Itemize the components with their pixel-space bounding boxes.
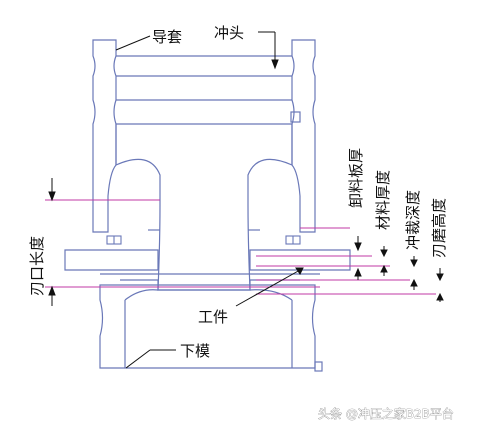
stripper-bolts bbox=[106, 235, 301, 245]
lower-die-pin bbox=[314, 361, 323, 372]
stripper-plate bbox=[64, 249, 351, 275]
depth-arrow-bottom bbox=[410, 278, 418, 287]
leaders bbox=[48, 31, 444, 369]
label-punch: 冲头 bbox=[214, 24, 244, 42]
lower-die-cavity bbox=[124, 289, 293, 368]
lower-die-leader-d bbox=[125, 349, 151, 369]
watermark-text: 头条 @冲压之家B2B平台 bbox=[318, 406, 454, 421]
stripper-arrow-bottom bbox=[354, 267, 362, 277]
right-guide-post-outline bbox=[291, 39, 316, 233]
label-grind-height: 刃磨高度 bbox=[430, 198, 448, 258]
material-arrow-top bbox=[380, 249, 388, 258]
left-guide-post bbox=[92, 39, 117, 233]
edge-length-arrow-down bbox=[48, 285, 56, 296]
punch-arrow bbox=[271, 59, 279, 70]
stripper-plate-right bbox=[249, 249, 351, 271]
edge-length-arrow-up bbox=[48, 191, 56, 202]
left-guide-post-outline bbox=[92, 39, 117, 233]
stripper-arrow-top bbox=[354, 242, 362, 252]
right-guide-post bbox=[290, 39, 316, 233]
grind-arrow-bottom bbox=[436, 292, 444, 301]
label-edge-length: 刃口长度 bbox=[28, 236, 46, 296]
label-guide-sleeve: 导套 bbox=[152, 28, 182, 46]
label-material-thickness: 材料厚度 bbox=[374, 170, 392, 230]
stripper-plate-left bbox=[64, 249, 159, 271]
workpiece-arrow bbox=[295, 267, 304, 275]
right-pin-box bbox=[290, 111, 301, 123]
depth-arrow-top bbox=[410, 259, 418, 268]
label-punch-depth: 冲裁深度 bbox=[404, 190, 422, 250]
label-lower-die: 下模 bbox=[180, 342, 210, 360]
workpiece-leader bbox=[235, 269, 301, 307]
label-workpiece: 工件 bbox=[198, 308, 228, 326]
grind-arrow-top bbox=[436, 273, 444, 282]
guide-sleeve-leader bbox=[115, 35, 151, 51]
label-stripper-thickness: 卸料板厚 bbox=[347, 148, 365, 208]
upper-plates bbox=[115, 55, 293, 165]
material-arrow-bottom bbox=[380, 264, 388, 273]
lower-die bbox=[99, 284, 323, 372]
